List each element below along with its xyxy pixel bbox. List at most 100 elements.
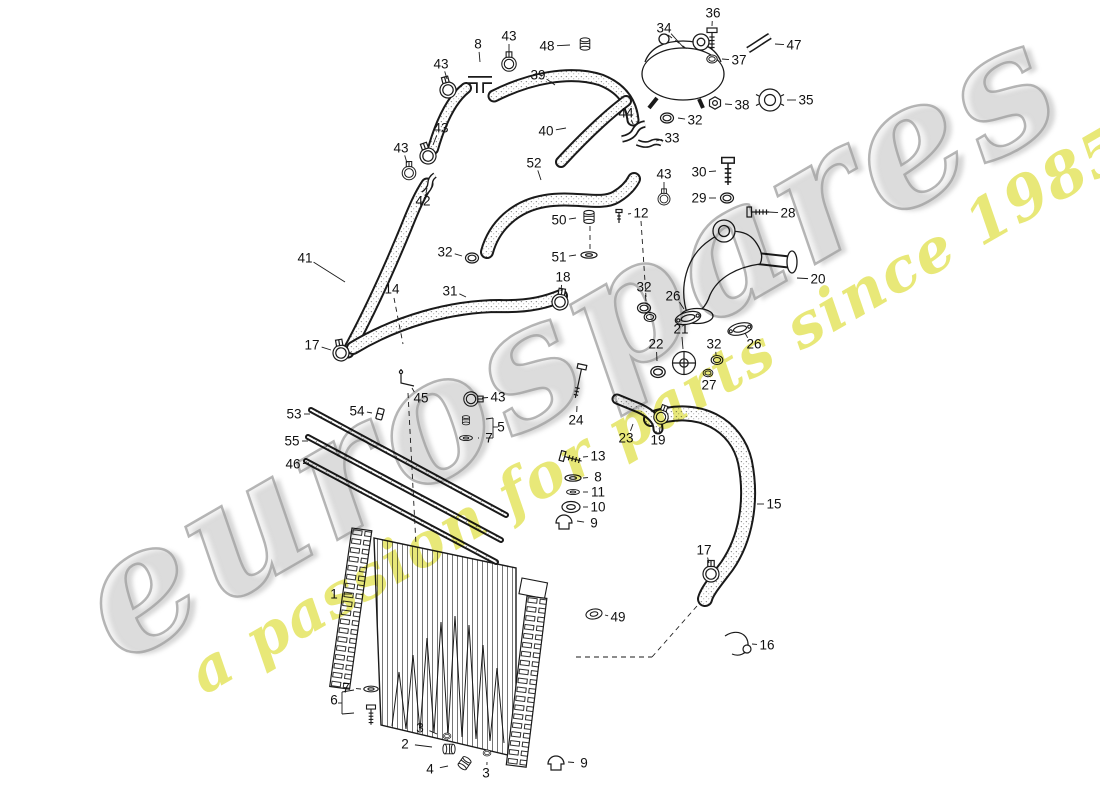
part-callout-33: 33 bbox=[664, 131, 679, 146]
leader-line bbox=[630, 119, 634, 125]
part-callout-31: 31 bbox=[442, 284, 457, 299]
thermostat-icon bbox=[671, 350, 697, 376]
leader-line bbox=[744, 332, 749, 339]
part-callout-10: 10 bbox=[590, 500, 605, 515]
part-callout-9: 9 bbox=[580, 756, 588, 771]
bolt-icon bbox=[558, 449, 584, 467]
part-callout-13: 13 bbox=[590, 449, 605, 464]
leader-line bbox=[724, 103, 733, 105]
tube-icon bbox=[746, 36, 771, 50]
leader-line bbox=[321, 346, 332, 351]
leader-line bbox=[439, 765, 449, 769]
part-callout-9: 9 bbox=[590, 516, 598, 531]
leader-line bbox=[708, 170, 717, 172]
bracket-icon bbox=[398, 368, 415, 387]
thermostat-housing bbox=[680, 219, 798, 325]
leader-line bbox=[568, 217, 577, 220]
part-callout-17: 17 bbox=[304, 338, 319, 353]
ring-icon bbox=[659, 112, 675, 124]
part-callout-45: 45 bbox=[413, 391, 428, 406]
part-callout-52: 52 bbox=[526, 156, 541, 171]
leader-line bbox=[481, 397, 489, 399]
part-callout-41: 41 bbox=[297, 251, 312, 266]
part-callout-2: 2 bbox=[401, 737, 409, 752]
part-callout-32: 32 bbox=[687, 113, 702, 128]
part-callout-15: 15 bbox=[766, 497, 781, 512]
flange-icon bbox=[726, 319, 754, 339]
part-callout-43: 43 bbox=[433, 121, 448, 136]
ring-icon bbox=[650, 365, 666, 379]
part-callout-3: 3 bbox=[482, 766, 490, 781]
nut-icon bbox=[708, 96, 722, 110]
longbolt-icon bbox=[570, 363, 588, 400]
clamp-icon bbox=[463, 391, 484, 407]
part-callout-32: 32 bbox=[437, 245, 452, 260]
bracket-line bbox=[341, 689, 355, 693]
leader-line bbox=[313, 261, 346, 283]
strap-icon bbox=[724, 631, 752, 656]
radiator-top-fitting bbox=[518, 577, 549, 600]
dashed-construction-line bbox=[640, 220, 647, 298]
part-callout-17: 17 bbox=[696, 543, 711, 558]
leader-line bbox=[679, 301, 685, 310]
expansion-tank bbox=[641, 33, 725, 110]
hose-fill bbox=[305, 460, 497, 563]
part-callout-35: 35 bbox=[798, 93, 813, 108]
ring-icon bbox=[643, 311, 657, 323]
mount-icon bbox=[547, 755, 565, 771]
washer-icon bbox=[564, 474, 582, 482]
leader-line bbox=[644, 294, 647, 302]
leader-line bbox=[432, 135, 438, 146]
leader-line bbox=[478, 51, 481, 63]
leader-line bbox=[568, 254, 577, 257]
leader-line bbox=[414, 744, 433, 748]
part-callout-11: 11 bbox=[591, 485, 605, 500]
leader-line bbox=[707, 557, 710, 564]
part-callout-21: 21 bbox=[673, 322, 688, 337]
part-callout-38: 38 bbox=[734, 98, 749, 113]
part-callout-7: 7 bbox=[485, 431, 493, 446]
hose-layer bbox=[303, 69, 757, 607]
hose-fill bbox=[645, 407, 755, 605]
radiator bbox=[329, 527, 549, 768]
part-callout-44: 44 bbox=[618, 106, 634, 121]
part-callout-36: 36 bbox=[705, 6, 720, 21]
elbow-icon bbox=[637, 131, 662, 154]
part-callout-43: 43 bbox=[393, 141, 408, 156]
hose-fill bbox=[348, 291, 566, 353]
clamp-icon bbox=[550, 286, 571, 312]
dashed-construction-line bbox=[393, 297, 404, 345]
plug-icon bbox=[579, 37, 591, 51]
leader-line bbox=[444, 71, 448, 80]
leader-line bbox=[425, 187, 428, 194]
part-callout-6: 6 bbox=[330, 693, 338, 708]
leader-line bbox=[796, 277, 809, 280]
clamp-icon bbox=[501, 51, 517, 72]
leader-line bbox=[454, 253, 463, 257]
plug-icon bbox=[583, 209, 595, 224]
plug-icon bbox=[456, 754, 473, 772]
part-callout-46: 46 bbox=[285, 457, 300, 472]
leader-line bbox=[411, 387, 415, 393]
part-callout-8: 8 bbox=[474, 37, 482, 52]
dashed-construction-line bbox=[667, 34, 688, 50]
part-callout-43: 43 bbox=[490, 390, 505, 405]
leader-line bbox=[604, 614, 609, 617]
hose-fill bbox=[307, 436, 502, 541]
part-callout-34: 34 bbox=[656, 21, 672, 36]
part-callout-27: 27 bbox=[701, 378, 716, 393]
grommet-icon bbox=[561, 500, 581, 514]
plug-icon bbox=[462, 415, 470, 426]
part-callout-49: 49 bbox=[610, 610, 625, 625]
leader-line bbox=[670, 33, 685, 49]
leader-line bbox=[366, 411, 373, 414]
clip-icon bbox=[375, 407, 385, 421]
leader-line bbox=[677, 117, 686, 120]
part-callout-26: 26 bbox=[665, 289, 680, 304]
ring-icon bbox=[702, 368, 714, 378]
part-callout-7: 7 bbox=[342, 681, 350, 696]
part-callout-32: 32 bbox=[706, 337, 721, 352]
hose-fill bbox=[557, 97, 630, 166]
part-callout-43: 43 bbox=[433, 57, 448, 72]
